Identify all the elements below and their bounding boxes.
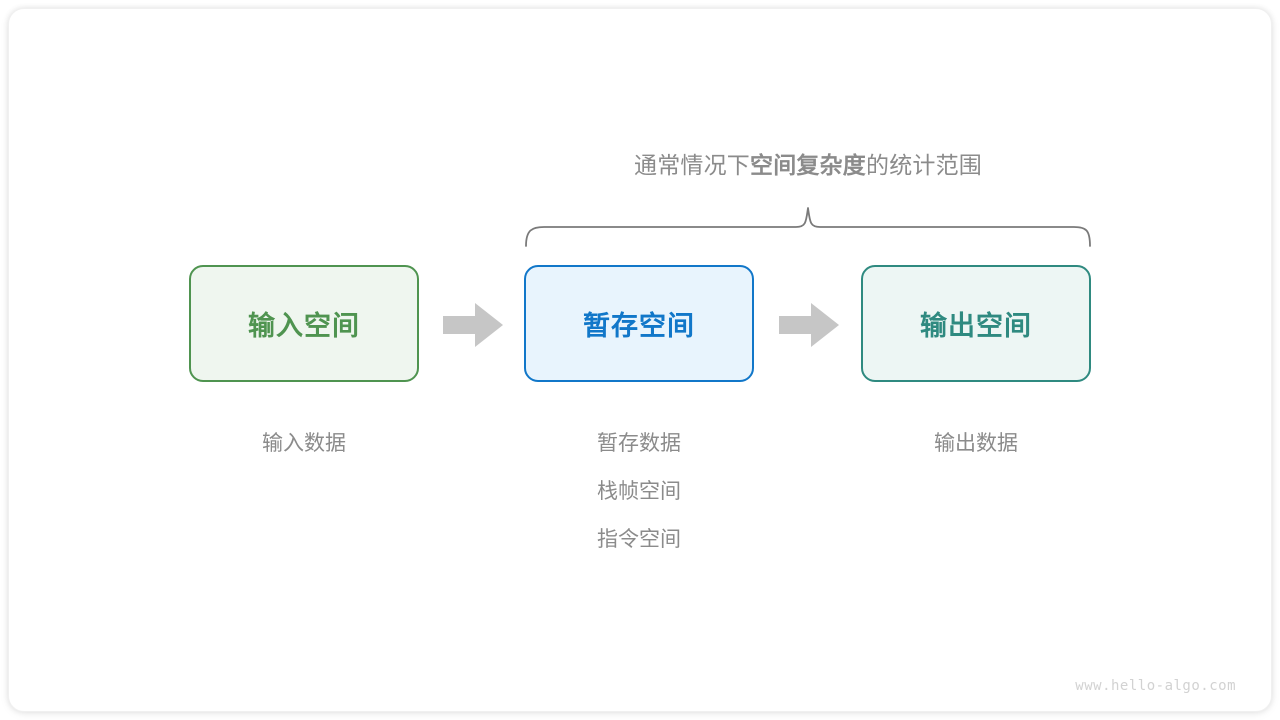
caption-temp-line-1: 暂存数据: [597, 432, 681, 455]
right-arrow-icon-2: [779, 303, 839, 347]
caption-input: 输入数据: [189, 420, 419, 468]
scope-label-emphasis: 空间复杂度: [750, 152, 866, 178]
caption-output-line-1: 输出数据: [934, 432, 1018, 455]
scope-label-prefix: 通常情况下: [634, 152, 750, 178]
caption-input-line-1: 输入数据: [262, 432, 346, 455]
right-arrow-icon-1: [443, 303, 503, 347]
caption-temp-line-3: 指令空间: [597, 528, 681, 551]
caption-temp-line-2: 栈帧空间: [597, 480, 681, 503]
space-box-temp-label: 暂存空间: [583, 311, 695, 341]
space-box-input[interactable]: 输入空间: [189, 265, 419, 382]
caption-temp: 暂存数据 栈帧空间 指令空间: [524, 420, 754, 564]
watermark: www.hello-algo.com: [1075, 678, 1236, 694]
scope-label-suffix: 的统计范围: [866, 152, 982, 178]
space-box-input-label: 输入空间: [248, 311, 360, 341]
space-box-output-label: 输出空间: [920, 311, 1032, 341]
curly-brace-icon: [525, 207, 1091, 247]
space-box-temp[interactable]: 暂存空间: [524, 265, 754, 382]
caption-output: 输出数据: [861, 420, 1091, 468]
scope-label: 通常情况下空间复杂度的统计范围: [0, 146, 1280, 180]
space-box-output[interactable]: 输出空间: [861, 265, 1091, 382]
